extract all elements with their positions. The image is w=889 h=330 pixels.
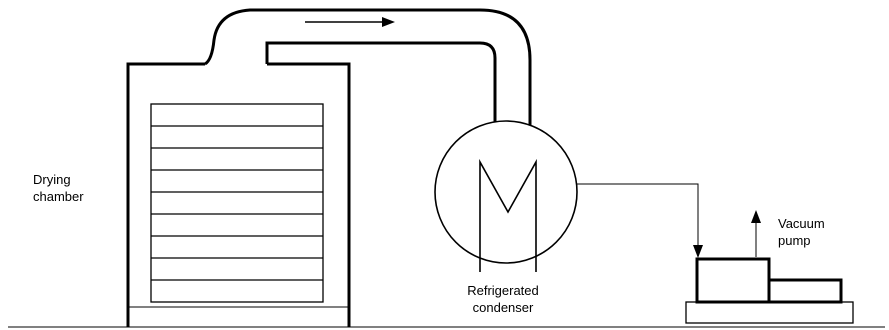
flow-arrow (305, 17, 395, 27)
vapour-duct-outer (204, 8, 532, 142)
condenser-vessel (434, 120, 578, 264)
pump-motor (767, 278, 843, 304)
shelf-frame (150, 103, 324, 303)
drying-chamber-label: Drying chamber (33, 172, 84, 204)
condenser-coil (479, 158, 537, 272)
refrigerated-condenser-label: Refrigerated condenser (467, 283, 539, 315)
vacuum-line-arrowhead (693, 245, 703, 258)
vapour-duct-inner (265, 41, 497, 142)
vacuum-line (577, 183, 699, 248)
pump-body (695, 257, 771, 304)
exhaust-arrowhead (751, 210, 761, 223)
shelf-stack (150, 103, 324, 303)
drying-chamber-body (126, 62, 351, 327)
vacuum-pump-label: Vacuum pump (778, 216, 825, 248)
pump-base (685, 301, 854, 324)
